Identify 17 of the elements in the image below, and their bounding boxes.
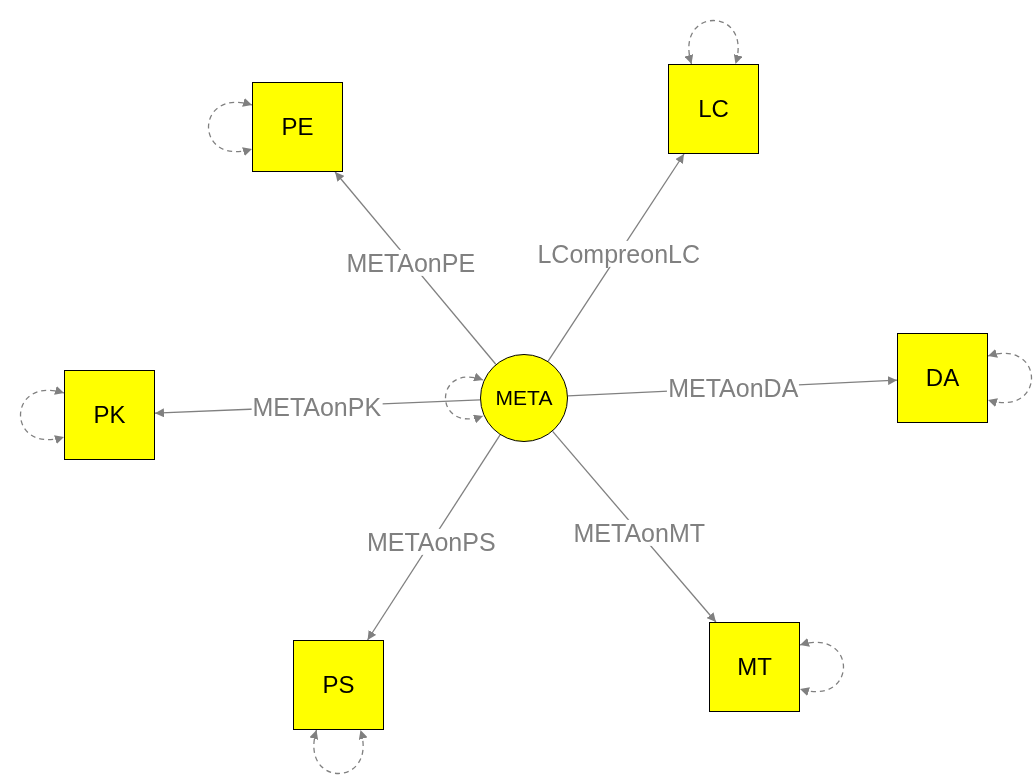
node-square: DA: [897, 333, 988, 423]
edge-label: LCompreonLC: [536, 240, 702, 267]
self-loop-arrow: [987, 349, 1033, 407]
self-loop-arrow: [207, 98, 253, 156]
node-square: PS: [293, 640, 384, 730]
self-loop-arrow: [310, 729, 367, 775]
self-loop-arrow: [19, 386, 65, 444]
node-square: MT: [709, 622, 800, 712]
self-loop-arrow: [799, 638, 845, 696]
node-square: PE: [252, 82, 343, 172]
self-loop-arrow: [685, 19, 742, 65]
node-circle: META: [480, 354, 568, 442]
self-loop-arrow: [444, 373, 484, 423]
node-square: LC: [668, 64, 759, 154]
edge-label: METAonPE: [345, 249, 477, 276]
edge-label: METAonMT: [572, 519, 706, 546]
node-square: PK: [64, 370, 155, 460]
